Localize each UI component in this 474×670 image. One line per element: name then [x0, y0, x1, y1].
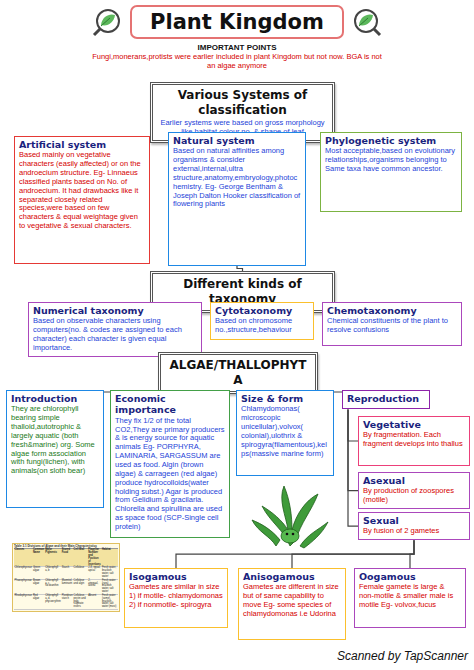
box-body: By fragmentation. Each fragment develops…: [363, 431, 465, 449]
box-heading: Isogamous: [129, 571, 223, 582]
table-header-cell: Habitat: [101, 549, 118, 567]
box-heading: Chemotaxonomy: [327, 305, 457, 316]
table-cell: Chlorophyll a, d, phycoerythrin: [45, 595, 62, 610]
table-cell: Fresh water (rare) brackish water, salt …: [101, 580, 118, 595]
box-heading: Numerical taxonomy: [33, 305, 197, 316]
table-header-cell: Flagellar Number and Position of Inserti…: [88, 549, 102, 567]
box-body: Based mainly on vegetative characters (e…: [19, 151, 145, 231]
box-body: Based on observable characters using com…: [33, 317, 197, 352]
box-body: Gametes are similar in size 1) if motile…: [129, 583, 223, 610]
box-heading: Introduction: [11, 393, 99, 404]
table-cell: Floridean starch: [61, 595, 73, 610]
box-heading: Phylogenetic system: [325, 135, 457, 146]
magnifier-icon: [355, 10, 380, 35]
topic-box: IsogamousGametes are similar in size 1) …: [124, 568, 228, 628]
topic-box: Phylogenetic systemMost acceptable,based…: [320, 132, 462, 212]
section-banner: ALGAE/THALLOPHYTA: [158, 352, 318, 394]
box-body: They fix 1/2 of the total CO2,They are p…: [115, 417, 225, 532]
table-header-cell: Classes: [14, 549, 32, 567]
seaweed-illustration: [252, 486, 328, 548]
table-cell: 2, unequal, lateral: [88, 580, 102, 595]
table-cell: Rhodophyceae: [14, 595, 32, 610]
topic-box: CytotaxonomyBased on chromosome no.,stru…: [210, 302, 314, 340]
table-cell: Cellulose, pectin and poly sulphate este…: [73, 595, 88, 610]
table-cell: Absent: [88, 595, 102, 610]
topic-box: Size & formChlamydomonas( microscopic un…: [236, 390, 334, 476]
box-body: Based on chromosome no.,structure,behavi…: [215, 317, 309, 335]
tree-connector: [348, 409, 358, 526]
box-heading: Various Systems of classification: [158, 88, 327, 118]
topic-box: AnisogamousGametes are different in size…: [238, 568, 346, 640]
topic-box: SexualBy fusion of 2 gametes: [358, 512, 470, 540]
box-heading: Oogamous: [359, 571, 461, 582]
tree-connector: [348, 409, 358, 441]
box-body: Female gamete is large & non-motile & sm…: [359, 583, 461, 610]
box-body: Chlamydomonas( microscopic unicellular),…: [241, 405, 329, 458]
table-cell: Chlorophyceae: [14, 567, 32, 579]
topic-box: AsexualBy production of zoospores (motil…: [358, 472, 470, 509]
table-cell: Phaeophyceae: [14, 580, 32, 595]
title-text: Plant Kingdom: [150, 10, 324, 34]
box-heading: Vegetative: [363, 419, 465, 430]
table-header-cell: Cell Wall: [73, 549, 88, 567]
topic-box: Natural systemBased on natural affinitie…: [168, 132, 306, 266]
box-body: By fusion of 2 gametes: [363, 527, 465, 536]
tree-connector: [176, 540, 414, 568]
box-body: Most acceptable,based on evolutionary re…: [325, 147, 457, 174]
table-cell: Chlorophyll a, b: [45, 567, 62, 579]
topic-box: Economic importanceThey fix 1/2 of the t…: [110, 390, 230, 538]
algae-table: Table 3.1 Divisions of Algae and their M…: [12, 543, 120, 612]
box-body: Chemical constituents of the plant to re…: [327, 317, 457, 335]
table-header-cell: Major Pigments: [45, 549, 62, 567]
notes-heading: IMPORTANT POINTS: [137, 43, 337, 52]
table-caption: Table 3.1 Divisions of Algae and their M…: [14, 545, 118, 548]
box-heading: Sexual: [363, 515, 465, 526]
table-cell: Starch: [61, 567, 73, 579]
box-heading: Asexual: [363, 475, 465, 486]
table-cell: 2-8, equal, apical: [88, 567, 102, 579]
topic-box: IntroductionThey are chlorophyll bearing…: [6, 390, 104, 508]
table-header-cell: Stored Food: [61, 549, 73, 567]
topic-box: OogamousFemale gamete is large & non-mot…: [354, 568, 466, 628]
box-heading: Reproduction: [347, 393, 425, 404]
box-heading: Artificial system: [19, 139, 145, 150]
table-cell: Green algae: [32, 567, 44, 579]
box-body: Based on natural affinities among organi…: [173, 147, 301, 209]
table-cell: Fresh water (some), brackish water, salt…: [101, 595, 118, 610]
table-cell: Cellulose and algin: [73, 580, 88, 595]
table-cell: Cellulose: [73, 567, 88, 579]
tree-connector: [292, 540, 414, 568]
table-cell: Red algae: [32, 595, 44, 610]
tree-connector: [410, 540, 414, 568]
table-header-cell: Common Name: [32, 549, 44, 567]
box-body: They are chlorophyll bearing simple thal…: [11, 405, 99, 476]
table-cell: Mannitol, laminarin: [61, 580, 73, 595]
box-body: Gametes are different in size but of sam…: [243, 583, 341, 618]
table-cell: Chlorophyll a, c, fucoxanthin: [45, 580, 62, 595]
box-heading: Economic importance: [115, 393, 225, 416]
box-body: By production of zoospores (motile): [363, 487, 465, 505]
magnifier-icon: [94, 10, 119, 35]
box-heading: Cytotaxonomy: [215, 305, 309, 316]
notes-text: Fungi,monerans,protists were earlier inc…: [92, 53, 382, 70]
box-heading: Anisogamous: [243, 571, 341, 582]
tree-connector: [348, 409, 358, 490]
title-box: Plant Kingdom: [130, 5, 344, 39]
topic-box: VegetativeBy fragmentation. Each fragmen…: [358, 416, 470, 466]
box-heading: ALGAE/THALLOPHYTA: [166, 358, 310, 388]
topic-box: Reproduction: [342, 390, 430, 409]
topic-box: Artificial systemBased mainly on vegetat…: [14, 136, 150, 264]
box-heading: Size & form: [241, 393, 329, 404]
table-grid: ClassesCommon NameMajor PigmentsStored F…: [14, 548, 118, 610]
topic-box: ChemotaxonomyChemical constituents of th…: [322, 302, 462, 346]
topic-box: Numerical taxonomyBased on observable ch…: [28, 302, 202, 357]
box-heading: Natural system: [173, 135, 301, 146]
table-cell: Brown algae: [32, 580, 44, 595]
table-cell: Fresh water, brackish water, salt water: [101, 567, 118, 579]
scanner-watermark: Scanned by TapScanner: [337, 649, 468, 663]
